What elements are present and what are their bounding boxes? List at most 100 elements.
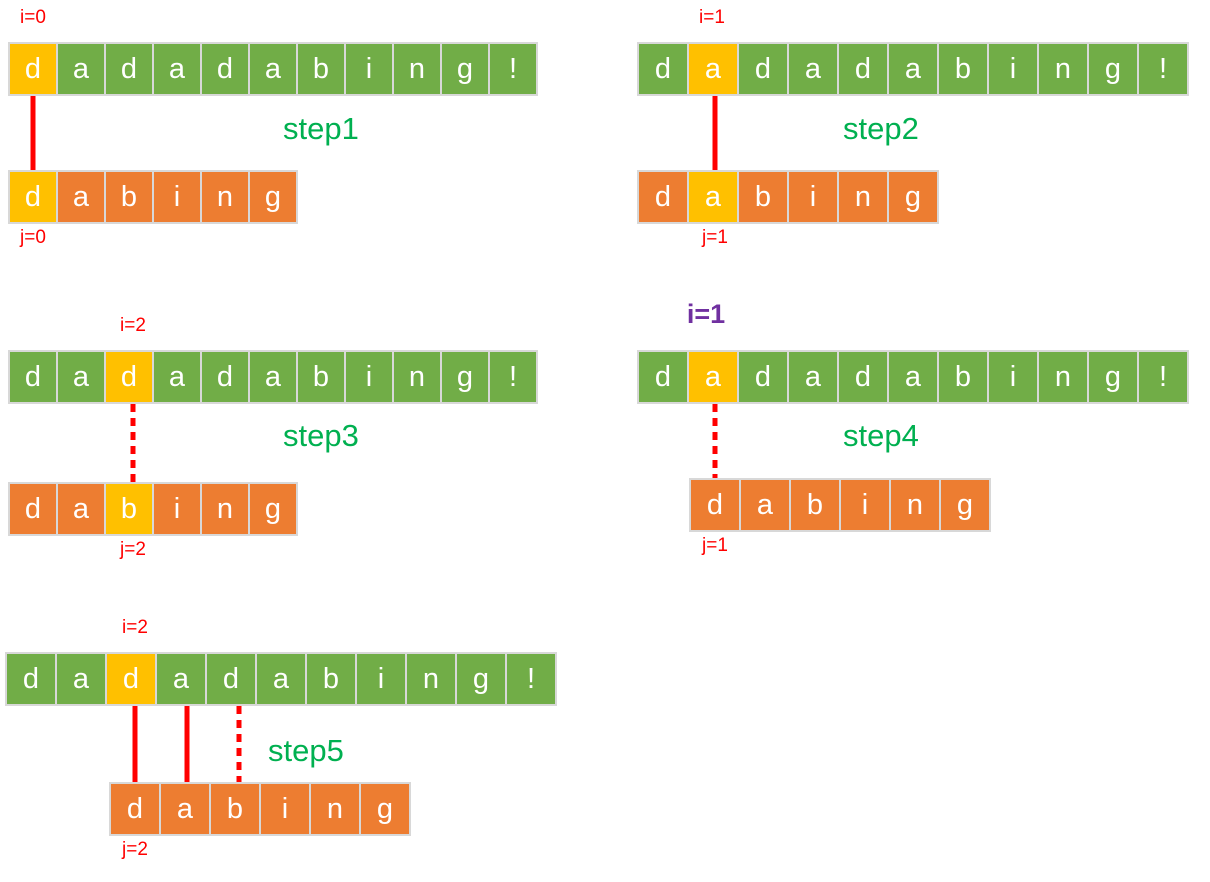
i-index-label: i=2 [122,617,148,638]
pattern-cell: d [8,170,58,224]
text-cell: g [455,652,507,706]
text-cell: d [637,42,689,96]
pattern-cell: i [259,782,311,836]
j-index-label: j=2 [120,539,146,560]
match-connector-line [712,96,718,170]
text-cell: a [887,350,939,404]
text-cell: i [987,42,1039,96]
mismatch-connector-line [130,404,136,482]
text-cell: a [787,42,839,96]
pattern-cell: i [839,478,891,532]
step-label: step2 [843,111,919,146]
pattern-cell: n [309,782,361,836]
pattern-cell: i [787,170,839,224]
pattern-cell: d [109,782,161,836]
i-index-label: i=1 [699,7,725,28]
i-index-label: i=2 [120,315,146,336]
i-index-label: i=0 [20,7,46,28]
pattern-cell: n [200,170,250,224]
text-cell: d [200,350,250,404]
text-cell: a [55,652,107,706]
pattern-cell: g [887,170,939,224]
text-cell: i [344,42,394,96]
step-label: step3 [283,418,359,453]
j-index-label: j=1 [702,535,728,556]
pattern-cell: g [248,482,298,536]
j-index-label: j=1 [702,227,728,248]
text-cell: i [344,350,394,404]
pattern-cell: b [209,782,261,836]
step-label: step1 [283,111,359,146]
pattern-cell: n [889,478,941,532]
text-cell: i [987,350,1039,404]
pattern-cell: n [200,482,250,536]
text-cell: d [837,350,889,404]
pattern-cell: a [56,482,106,536]
match-connector-line [184,706,190,782]
pattern-cell: n [837,170,889,224]
text-cell: g [1087,42,1139,96]
pattern-cell: g [359,782,411,836]
text-cell: b [305,652,357,706]
mismatch-connector-line [236,706,242,782]
pattern-cell: d [8,482,58,536]
pattern-cell: a [159,782,211,836]
i-index-label: i=1 [686,299,726,329]
text-cell: n [405,652,457,706]
text-cell: ! [488,350,538,404]
text-cell: d [105,652,157,706]
text-cell: b [937,42,989,96]
text-cell: a [248,42,298,96]
pattern-cell: g [248,170,298,224]
pattern-cell: d [637,170,689,224]
text-cell: a [887,42,939,96]
step-label: step5 [268,733,344,768]
text-cell: ! [488,42,538,96]
pattern-cell: a [739,478,791,532]
text-cell: g [440,42,490,96]
text-cell: ! [1137,42,1189,96]
text-cell: a [255,652,307,706]
j-index-label: j=2 [122,839,148,860]
text-cell: n [1037,350,1089,404]
text-cell: ! [1137,350,1189,404]
pattern-cell: g [939,478,991,532]
pattern-cell: i [152,482,202,536]
text-cell: d [104,350,154,404]
match-connector-line [30,96,36,170]
text-cell: b [937,350,989,404]
text-cell: d [637,350,689,404]
text-cell: d [5,652,57,706]
j-index-label: j=0 [20,227,46,248]
pattern-cell: b [737,170,789,224]
pattern-cell: d [689,478,741,532]
mismatch-connector-line [712,404,718,478]
step-label: step4 [843,418,919,453]
pattern-cell: b [104,170,154,224]
text-cell: d [737,42,789,96]
text-cell: a [787,350,839,404]
text-cell: n [392,42,442,96]
pattern-cell: a [687,170,739,224]
text-cell: g [1087,350,1139,404]
text-cell: ! [505,652,557,706]
text-cell: d [205,652,257,706]
text-cell: a [155,652,207,706]
text-cell: d [200,42,250,96]
